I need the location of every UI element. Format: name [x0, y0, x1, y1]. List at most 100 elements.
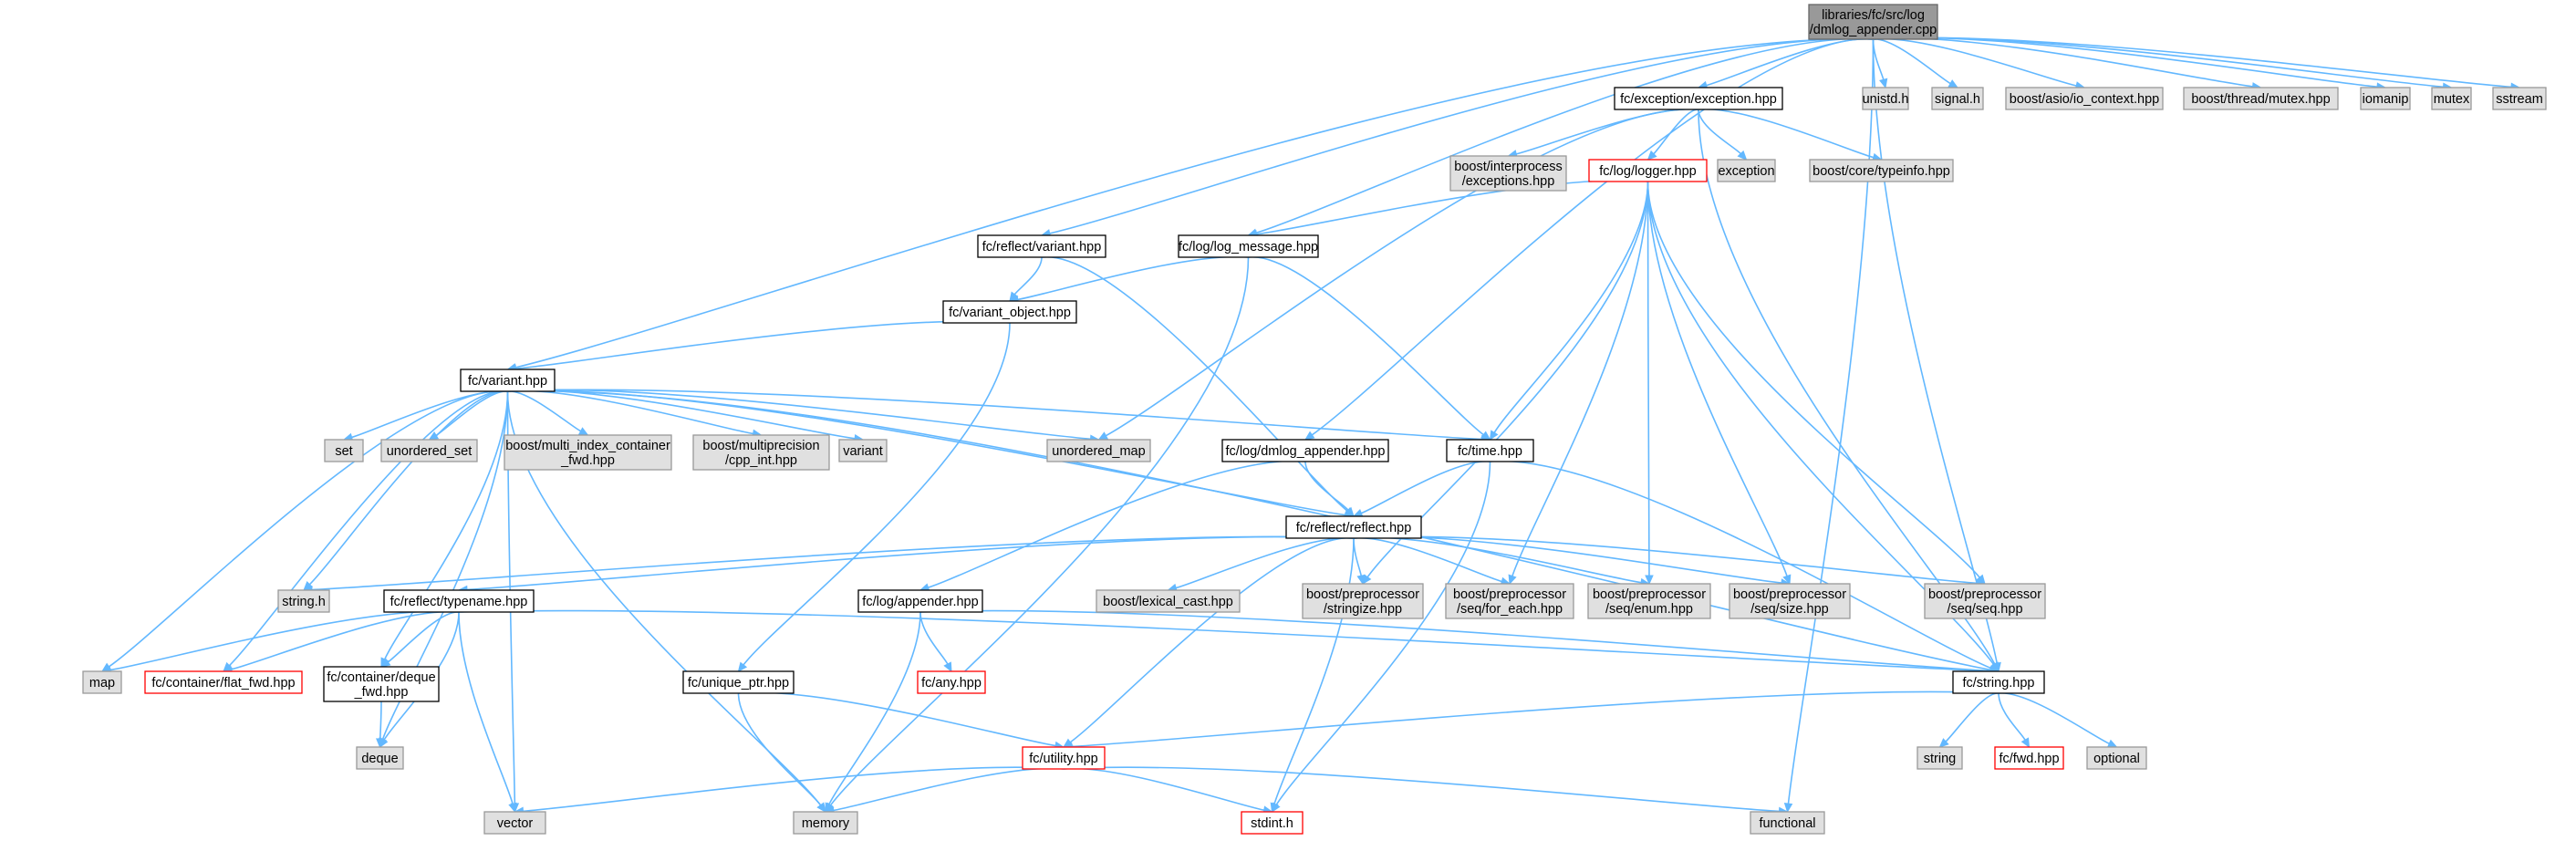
node-unique-ptr-hpp[interactable]: fc/unique_ptr.hpp: [682, 670, 795, 694]
node-box: [692, 434, 830, 471]
node-string-hpp[interactable]: fc/string.hpp: [1952, 670, 2045, 694]
node-typename-hpp[interactable]: fc/reflect/typename.hpp: [383, 589, 535, 613]
node-box: [383, 589, 535, 613]
node-label-line: boost/asio/io_context.hpp: [2010, 92, 2159, 107]
arrowhead-string_hpp-to-optional: [2106, 739, 2118, 748]
node-box: [1931, 87, 1984, 110]
edge-dmlog_appender_cpp-to-variant_hpp: [515, 37, 1874, 369]
edge-typename_hpp-to-vector: [458, 611, 514, 805]
node-dmlog-appender-hpp[interactable]: fc/log/dmlog_appender.hpp: [1221, 439, 1389, 462]
node-log-message-hpp[interactable]: fc/log/log_message.hpp: [1178, 234, 1319, 258]
node-label-line: fc/container/flat_fwd.hpp: [151, 676, 295, 690]
node-label-line: memory: [802, 816, 850, 831]
node-box: [2360, 87, 2411, 110]
arrowhead-exception_hpp-to-unordered_map: [1097, 431, 1109, 441]
node-stdint-h[interactable]: stdint.h: [1241, 811, 1304, 835]
node-map: map: [82, 670, 122, 694]
edge-typename_hpp-to-deque_fwd_hpp: [387, 611, 460, 663]
node-label-line: fc/utility.hpp: [1029, 752, 1098, 766]
node-box: [1241, 811, 1304, 835]
node-sstream: sstream: [2492, 87, 2547, 110]
node-signal-h: signal.h: [1931, 87, 1984, 110]
edge-log_message_hpp-to-variant_object_hpp: [1017, 255, 1249, 301]
node-string-h: string.h: [277, 589, 330, 613]
node-box: [1285, 515, 1422, 539]
node-box: [1614, 87, 1783, 110]
node-boost-pp-for-each: boost/preprocessor/seq/for_each.hpp: [1445, 583, 1574, 619]
node-label-line: map: [89, 676, 115, 690]
node-logger-hpp[interactable]: fc/log/logger.hpp: [1588, 159, 1708, 182]
node-label-line: fc/time.hpp: [1458, 444, 1522, 459]
node-box: [324, 439, 364, 462]
node-label-line: stdint.h: [1251, 816, 1293, 831]
node-label-line: optional: [2093, 752, 2140, 766]
node-label-line: boost/multiprecision: [702, 439, 819, 453]
edge-typename_hpp-to-string_hpp: [458, 609, 1991, 672]
arrowhead-variant_hpp-to-boost_multi_index: [577, 427, 589, 436]
node-flat-fwd-hpp[interactable]: fc/container/flat_fwd.hpp: [144, 670, 303, 694]
arrowhead-logger_hpp-to-boost_pp_size: [1782, 574, 1792, 586]
edge-appender_hpp-to-any_hpp: [919, 611, 949, 665]
node-label-line: fc/string.hpp: [1963, 676, 2035, 690]
edge-dmlog_appender_cpp-to-dmlog_appender_hpp: [1311, 38, 1874, 436]
node-label-line: boost/preprocessor: [1733, 587, 1846, 602]
arrowhead-dmlog_appender_cpp-to-signal_h: [1948, 79, 1959, 88]
node-box: [1916, 746, 1963, 770]
edge-variant_hpp-to-boost_multi_index: [507, 390, 581, 432]
node-any-hpp[interactable]: fc/any.hpp: [917, 670, 986, 694]
node-label-line: functional: [1759, 816, 1815, 831]
node-box: [942, 300, 1077, 324]
node-box: [1717, 159, 1776, 182]
edge-reflect_hpp-to-boost_pp_seq: [1353, 535, 1978, 585]
arrowhead-time_hpp-to-reflect_hpp: [1352, 509, 1364, 517]
node-label-line: unordered_map: [1052, 444, 1145, 459]
edge-unique_ptr_hpp-to-memory: [737, 692, 822, 806]
edge-reflect_hpp-to-stdint_h: [1273, 537, 1355, 805]
edge-dmlog_appender_cpp-to-log_message_hpp: [1255, 37, 1874, 234]
edge-reflect_variant_hpp-to-reflect_hpp: [1041, 256, 1348, 512]
edge-dmlog_appender_cpp-to-iomanip: [1873, 36, 2378, 88]
node-time-hpp[interactable]: fc/time.hpp: [1446, 439, 1534, 462]
arrowhead-deque_fwd_hpp-to-deque: [376, 738, 385, 749]
edge-dmlog_appender_cpp-to-unistd_h: [1872, 38, 1885, 80]
node-dmlog-appender-cpp[interactable]: libraries/fc/src/log/dmlog_appender.cpp: [1808, 4, 1938, 40]
edge-time_hpp-to-string_hpp: [1490, 460, 1991, 670]
node-box: [917, 670, 986, 694]
node-label-line: unordered_set: [387, 444, 473, 459]
node-box: [1046, 439, 1151, 462]
arrowhead-dmlog_appender_cpp-to-functional: [1783, 803, 1793, 814]
node-boost-multiprecision: boost/multiprecision/cpp_int.hpp: [692, 434, 830, 471]
node-box: [2086, 746, 2147, 770]
edge-appender_hpp-to-string_hpp: [919, 609, 1991, 672]
node-variant-hpp[interactable]: fc/variant.hpp: [460, 369, 556, 392]
node-label-line: boost/multi_index_container: [505, 439, 670, 453]
edge-log_message_hpp-to-time_hpp: [1248, 256, 1484, 436]
node-reflect-hpp[interactable]: fc/reflect/reflect.hpp: [1285, 515, 1422, 539]
node-label-line: _fwd.hpp: [354, 685, 409, 700]
node-deque-fwd-hpp[interactable]: fc/container/deque_fwd.hpp: [323, 666, 440, 702]
node-label-line: /exceptions.hpp: [1462, 174, 1555, 189]
node-appender-hpp[interactable]: fc/log/appender.hpp: [857, 589, 983, 613]
edge-string_hpp-to-fwd_hpp: [1998, 692, 2026, 741]
edge-utility_hpp-to-vector: [523, 766, 1065, 813]
node-label-line: signal.h: [1935, 92, 1980, 107]
node-box: [1445, 583, 1574, 619]
edge-reflect_hpp-to-utility_hpp: [1069, 537, 1355, 743]
node-boost-pp-stringize: boost/preprocessor/stringize.hpp: [1302, 583, 1424, 619]
edge-variant_hpp-to-boost_multiprecision: [507, 389, 753, 435]
edge-time_hpp-to-stdint_h: [1275, 461, 1491, 805]
edge-logger_hpp-to-boost_pp_for_each: [1511, 181, 1649, 576]
node-exception-hpp[interactable]: fc/exception/exception.hpp: [1614, 87, 1783, 110]
arrowhead-reflect_hpp-to-boost_pp_stringize: [1356, 574, 1366, 586]
edge-logger_hpp-to-string_hpp: [1646, 181, 1995, 666]
node-label-line: _fwd.hpp: [560, 453, 615, 468]
node-variant-object-hpp[interactable]: fc/variant_object.hpp: [942, 300, 1077, 324]
arrowhead-logger_hpp-to-time_hpp: [1489, 430, 1499, 441]
node-unordered-set: unordered_set: [380, 439, 478, 462]
edge-exception_hpp-to-logger_hpp: [1653, 109, 1699, 155]
node-fwd-hpp[interactable]: fc/fwd.hpp: [1994, 746, 2064, 770]
edge-appender_hpp-to-memory: [828, 611, 921, 805]
node-utility-hpp[interactable]: fc/utility.hpp: [1022, 746, 1106, 770]
node-reflect-variant-hpp[interactable]: fc/reflect/variant.hpp: [977, 234, 1106, 258]
node-box: [1808, 4, 1938, 40]
